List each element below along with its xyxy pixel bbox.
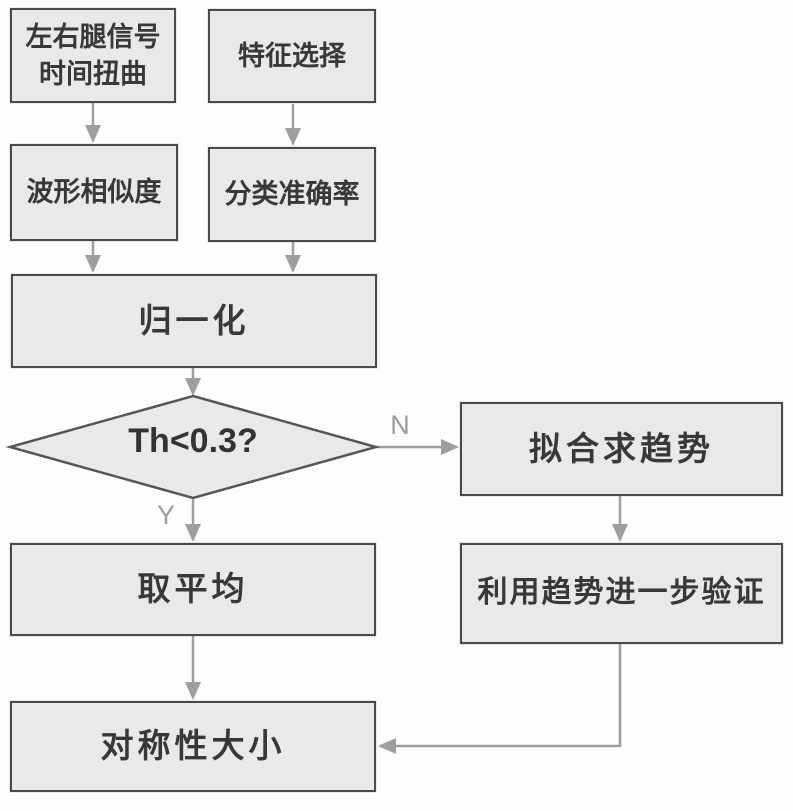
node-fit-trend-label: 拟合求趋势: [529, 429, 714, 467]
decision-diamond-shape: [5, 394, 381, 500]
node-waveform-similarity-label: 波形相似度: [26, 177, 162, 208]
node-dtw-label: 左右腿信号 时间扭曲: [25, 22, 161, 89]
node-dtw: 左右腿信号 时间扭曲: [10, 8, 176, 103]
node-take-average: 取平均: [10, 543, 376, 636]
node-symmetry-magnitude: 对称性大小: [10, 701, 376, 792]
node-waveform-similarity: 波形相似度: [10, 144, 178, 241]
node-symmetry-magnitude-label: 对称性大小: [100, 727, 286, 765]
node-feature-selection: 特征选择: [208, 9, 376, 103]
node-classification-accuracy-label: 分类准确率: [224, 179, 360, 210]
node-threshold-decision-label: Th<0.3?: [128, 422, 258, 460]
branch-label-yes: Y: [156, 500, 175, 530]
node-trend-verification: 利用趋势进一步验证: [460, 543, 783, 644]
node-normalization: 归一化: [11, 274, 377, 368]
node-trend-verification-label: 利用趋势进一步验证: [477, 576, 766, 610]
node-normalization-label: 归一化: [138, 301, 250, 339]
node-take-average-label: 取平均: [137, 570, 249, 608]
edge-verification-to-symmetry: [378, 644, 622, 754]
node-classification-accuracy: 分类准确率: [208, 147, 376, 242]
branch-label-no: N: [390, 410, 410, 440]
node-fit-trend: 拟合求趋势: [460, 402, 783, 496]
node-feature-selection-label: 特征选择: [238, 40, 346, 71]
